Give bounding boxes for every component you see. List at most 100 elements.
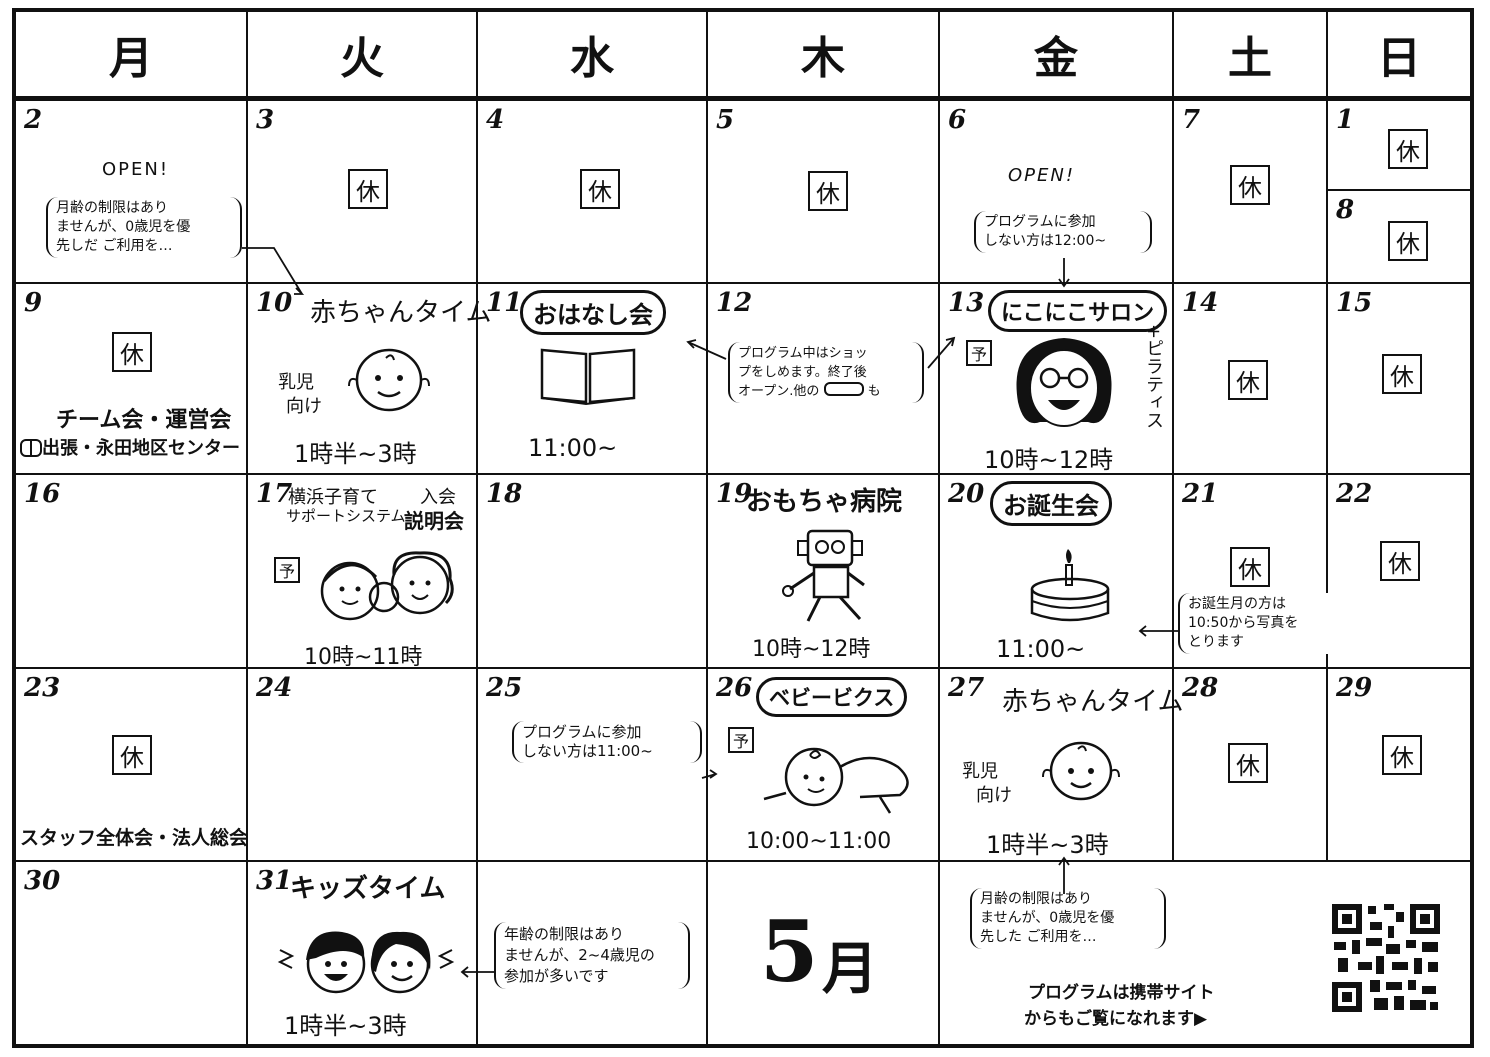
age-note: 月齢の制限はあり ませんが、0歳児を優 先した ご利用を… (970, 888, 1166, 949)
qr-code-icon[interactable] (1330, 902, 1442, 1014)
reservation-badge: 予 (274, 557, 300, 583)
day-cell-4: 4 休 (478, 101, 708, 284)
day-number: 22 (1336, 479, 1373, 509)
closed-badge: 休 (1228, 360, 1268, 400)
day-cell-20: 20 お誕生会 11:00~ (940, 475, 1174, 669)
event-time: 10時~11時 (304, 645, 423, 670)
day-number: 17 (256, 479, 293, 509)
note-line: プログラムに参加 (984, 214, 1096, 230)
note-text: も (867, 384, 881, 399)
weekday-thu: 木 (708, 12, 940, 96)
closed-badge: 休 (112, 332, 152, 372)
infant-label: 乳児 (962, 761, 998, 782)
note-line: 先した ご利用を… (980, 929, 1097, 945)
arrow-note-to-10 (242, 247, 303, 295)
day-number: 30 (24, 866, 61, 896)
open-label: OPEN! (1008, 165, 1076, 186)
note-line: お誕生月の方は (1188, 596, 1286, 612)
day-cell-5: 5 休 (708, 101, 940, 284)
shop-note: プログラム中はショッ プをしめます。終了後 オープン.他の も (728, 342, 924, 403)
business-trip-text: 出張・永田地区センター (42, 438, 240, 459)
day-cell-22: 22 休 (1328, 475, 1470, 669)
closed-badge: 休 (112, 735, 152, 775)
day-cell-23: 23 休 スタッフ全体会・法人総会 (16, 669, 248, 862)
note-line: ませんが、2~4歳児の (504, 946, 655, 964)
day-cell-15: 15 休 (1328, 284, 1470, 475)
infant-label-2: 向け (286, 396, 322, 417)
event-time: 1時半~3時 (294, 440, 417, 468)
smile-salon-title: にこにこサロン (988, 290, 1168, 332)
birthday-party-title: お誕生会 (990, 481, 1112, 526)
business-trip: 出張・永田地区センター (20, 434, 240, 460)
month-number: 5 (760, 902, 819, 1001)
book-icon (540, 348, 636, 406)
closed-badge: 休 (1382, 354, 1422, 394)
team-meeting: チーム会・運営会 (56, 408, 232, 433)
note-line: 月齢の制限はあり (980, 891, 1092, 907)
weekday-mon: 月 (16, 12, 248, 96)
day-cell-12: 12 プログラム中はショッ プをしめます。終了後 オープン.他の も (708, 284, 940, 475)
day-cell-6: 6 OPEN! プログラムに参加 しない方は12:00~ (940, 101, 1174, 284)
enrollment-line-2: 説明会 (404, 509, 464, 533)
weekday-tue: 火 (248, 12, 478, 96)
day-cell-13: 13 にこにこサロン 予 +ピラティス 10時~12時 (940, 284, 1174, 475)
event-time: 11:00~ (528, 434, 618, 462)
day-number: 8 (1336, 195, 1355, 225)
day-number: 18 (486, 479, 523, 509)
day-number: 20 (948, 479, 985, 509)
day-number: 26 (716, 673, 753, 703)
day-number: 27 (948, 673, 985, 703)
note-line: しない方は11:00~ (522, 742, 653, 760)
birthday-photo-note: お誕生月の方は 10:50から写真を とります (1178, 593, 1348, 654)
weekday-sun: 日 (1377, 33, 1421, 84)
header-divider (16, 96, 1470, 101)
note-line: ませんが、0歳児を優 (980, 910, 1115, 926)
day-number: 19 (716, 479, 753, 509)
note-line: プログラムに参加 (522, 723, 642, 741)
babybics-title: ベビービクス (756, 677, 908, 717)
day-cell-31: 31 キッズタイム 1時半~3時 (248, 862, 478, 1044)
day-number: 25 (486, 673, 523, 703)
month-suffix: 月 (822, 936, 878, 1002)
cell-kids-note: 年齢の制限はあり ませんが、2~4歳児の 参加が多いです (478, 862, 708, 1044)
reservation-badge: 予 (966, 340, 992, 366)
day-cell-19: 19 おもちゃ病院 10時~12時 (708, 475, 940, 669)
day-cell-28: 28 休 (1174, 669, 1328, 862)
robot-icon (782, 529, 865, 622)
day-cell-27: 27 赤ちゃんタイム 乳児 向け 1時半~3時 (940, 669, 1183, 862)
closed-badge: 休 (1388, 221, 1428, 261)
event-time: 11:00~ (996, 635, 1086, 663)
month-cell: 5 月 (708, 862, 940, 1044)
note-line: 月齢の制限はあり (56, 200, 168, 216)
note-line: 年齢の制限はあり (504, 925, 625, 943)
day-number: 16 (24, 479, 61, 509)
note-line: 10:50から写真を (1188, 615, 1299, 631)
baby-face-icon (1042, 741, 1120, 801)
closed-badge: 休 (1388, 129, 1428, 169)
kids-time-title: キッズタイム (290, 874, 446, 904)
kids-faces-icon (277, 931, 455, 994)
day-cell-30: 30 (16, 862, 248, 1044)
arrow-shop-to-13 (927, 337, 955, 369)
day-number: 5 (716, 105, 735, 135)
day-number: 4 (486, 105, 505, 135)
program-note: プログラムに参加 しない方は12:00~ (974, 211, 1152, 253)
event-time: 1時半~3時 (986, 831, 1109, 859)
day-number: 13 (948, 288, 985, 318)
arrow-shop-to-11 (687, 341, 727, 360)
day-cell-2: 2 OPEN! 月齢の制限はあり ませんが、0歳児を優 先しだ ご利用を… (16, 101, 248, 284)
closed-badge: 休 (1380, 541, 1420, 581)
day-number: 6 (948, 105, 967, 135)
day-number: 11 (486, 288, 523, 318)
yokohama-support-line-1: 横浜子育て (288, 487, 378, 508)
note-line: ませんが、0歳児を優 (56, 219, 191, 235)
day-cell-8: 8 休 (1328, 191, 1470, 284)
infant-label: 乳児 (278, 372, 314, 393)
day-number: 9 (24, 288, 43, 318)
day-number: 14 (1182, 288, 1219, 318)
yokohama-support-line-2: サポートシステム (286, 507, 406, 525)
day-cell-25: 25 プログラムに参加 しない方は11:00~ (478, 669, 708, 862)
pilates-label: +ピラティス (1143, 324, 1164, 430)
day-number: 21 (1182, 479, 1219, 509)
day-cell-11: 11 おはなし会 11:00~ (478, 284, 708, 475)
